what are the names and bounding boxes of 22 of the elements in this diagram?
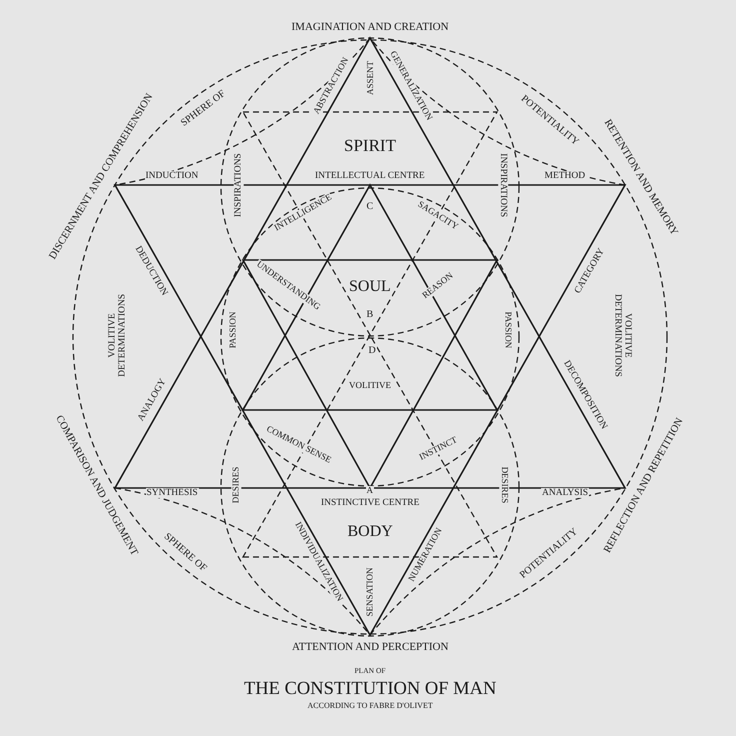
region-label: VOLITIVE (348, 381, 392, 391)
line-label: METHOD (544, 171, 586, 182)
line-label: INTELLECTUAL CENTRE (314, 171, 426, 182)
line-label: SYNTHESIS (146, 488, 199, 498)
arc-label: DESIRES (230, 466, 241, 504)
point-letter: C (366, 200, 374, 212)
line-label: SENSATION (365, 566, 375, 618)
line-label: ANALYSIS (541, 488, 590, 498)
region-heading: SOUL (348, 278, 392, 296)
line-label: INSTINCTIVE CENTRE (320, 498, 420, 508)
arc-label: INSPIRATIONS (234, 152, 244, 218)
arc-label: DESIRES (498, 466, 509, 504)
point-letter: B (366, 308, 374, 320)
point-letter: D (368, 344, 377, 356)
arc-label: INSPIRATIONS (498, 152, 508, 218)
arc-label: IMAGINATION AND CREATION (290, 21, 450, 34)
line-label: INDUCTION (144, 171, 200, 182)
line-label: ASSENT (366, 60, 376, 96)
point-letter: A (366, 486, 374, 496)
arc-label: PASSION (228, 310, 238, 350)
arc-label: ATTENTION AND PERCEPTION (291, 641, 450, 654)
caption: ACCORDING TO FABRE D'OLIVET (306, 702, 434, 710)
